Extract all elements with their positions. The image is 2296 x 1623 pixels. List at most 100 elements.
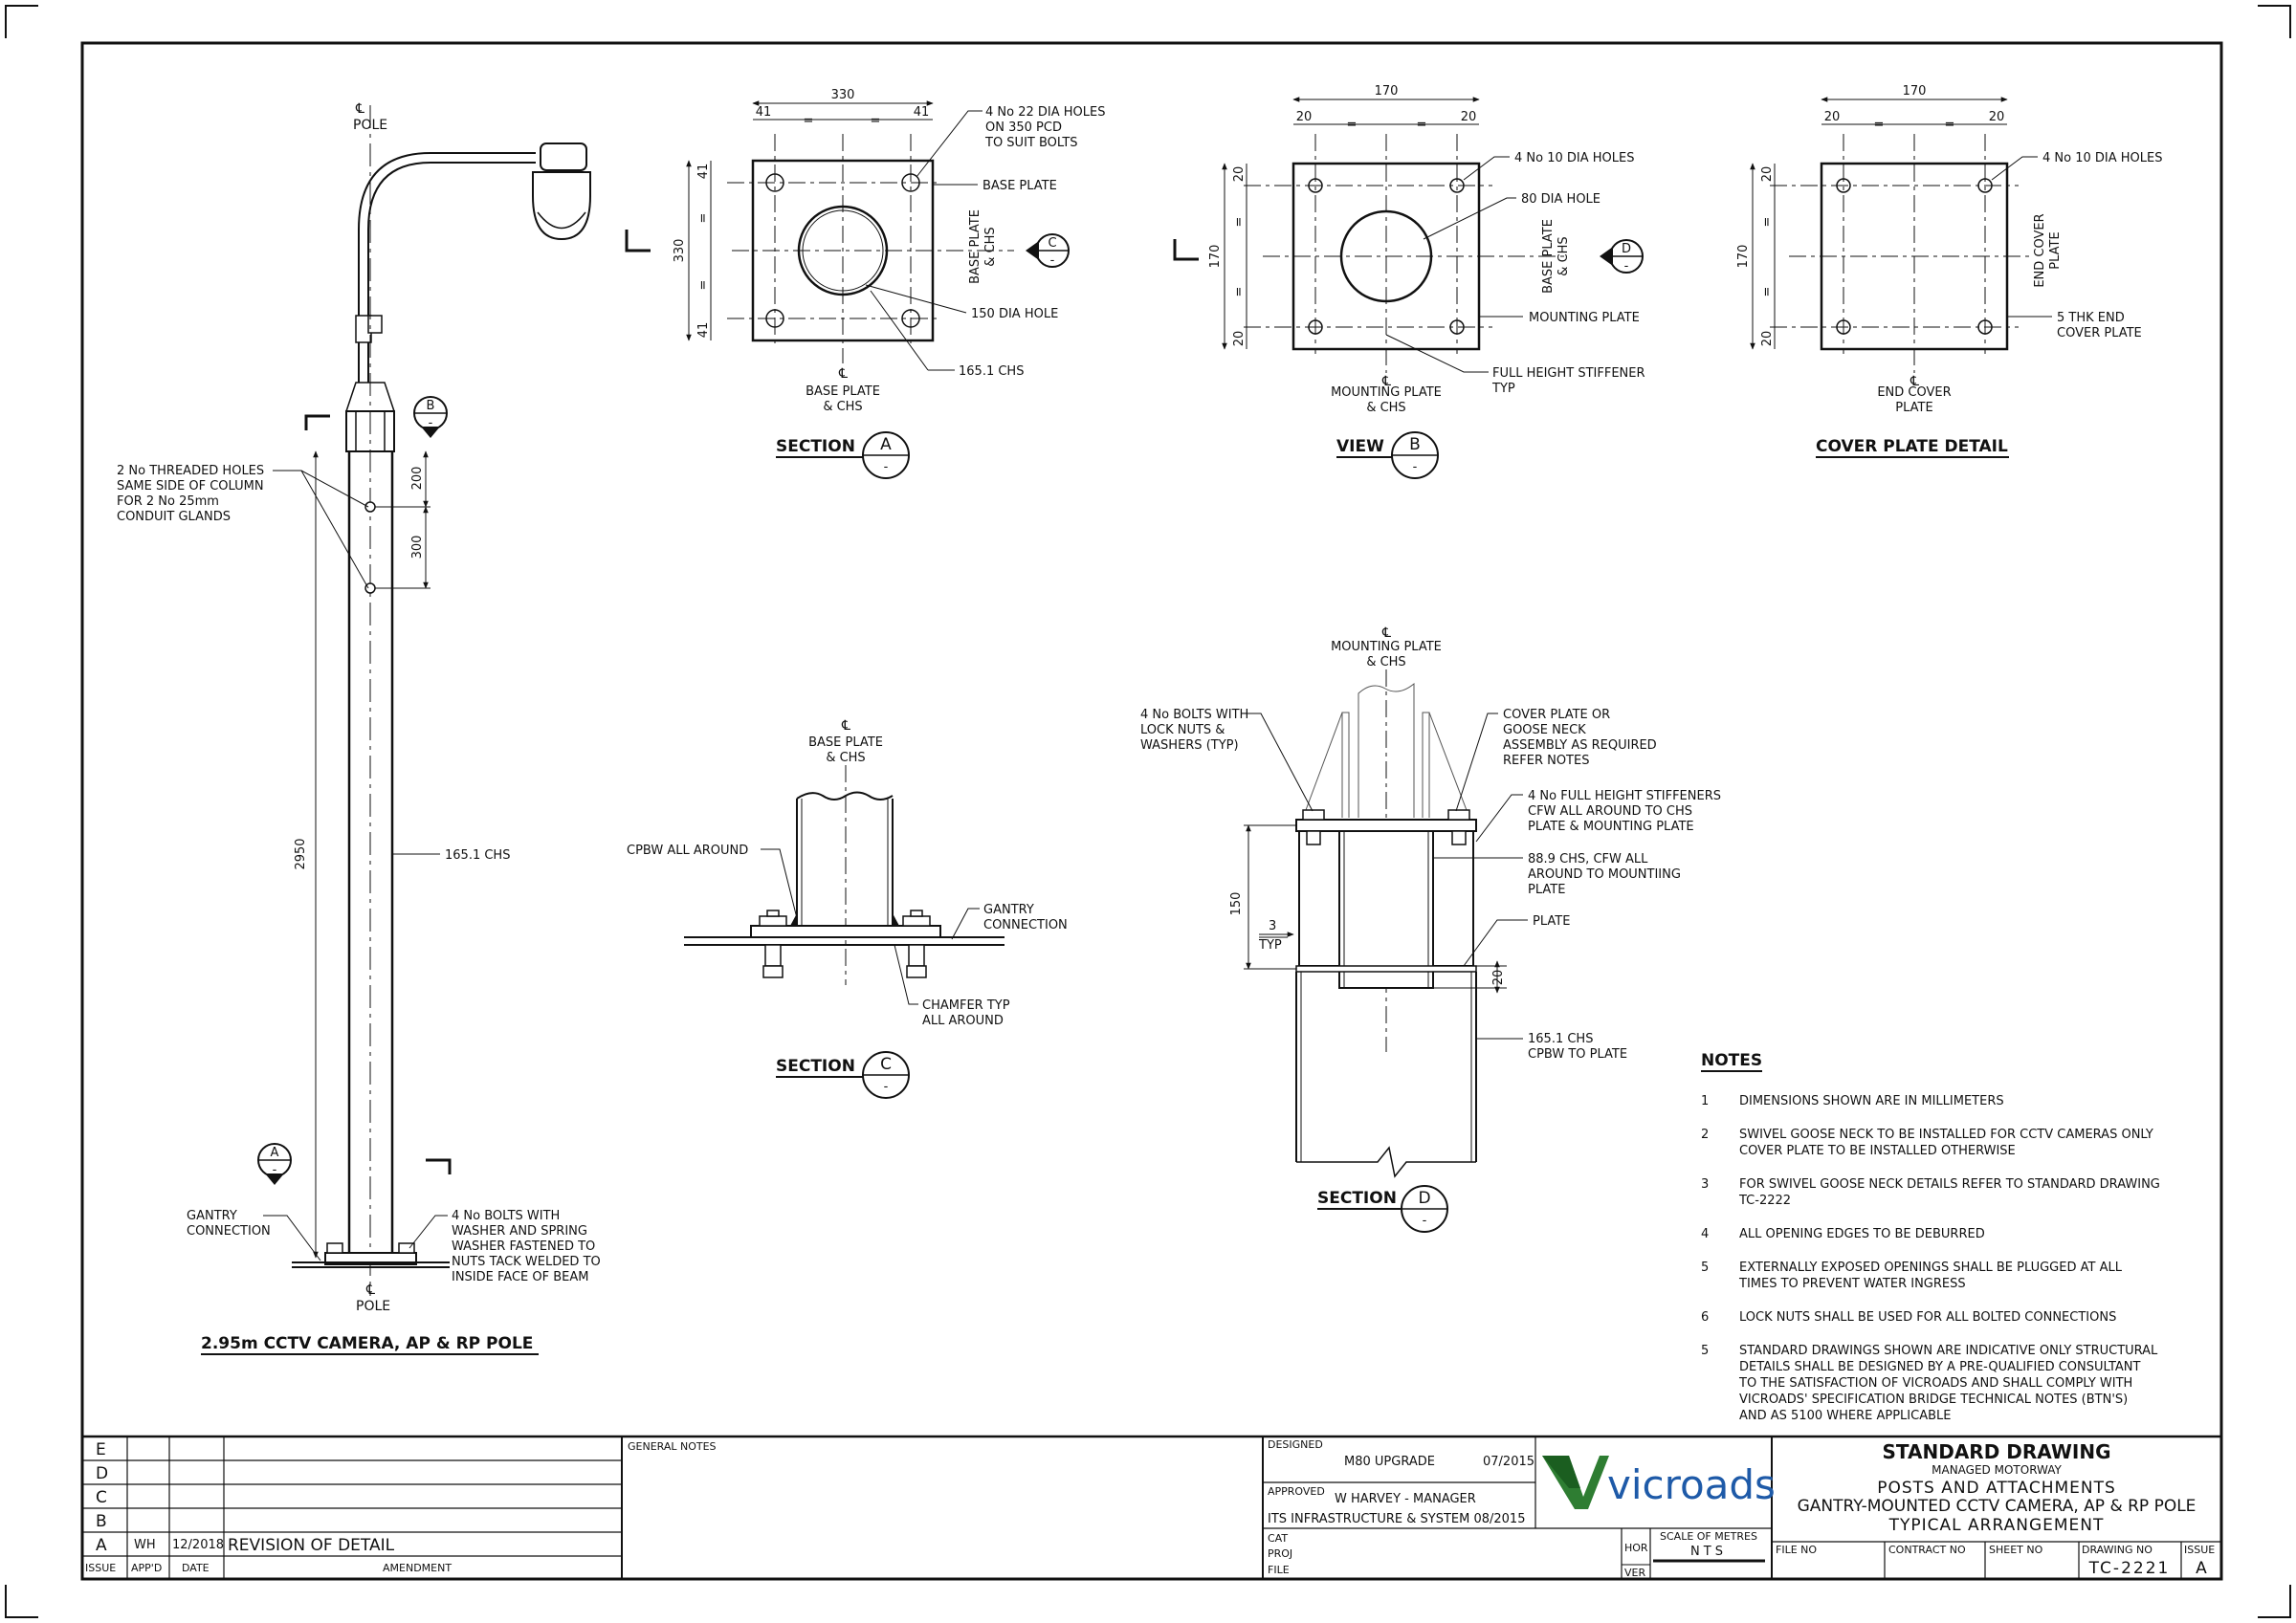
- svg-text:-: -: [1624, 259, 1629, 274]
- svg-text:WASHER FASTENED TO: WASHER FASTENED TO: [452, 1239, 595, 1254]
- svg-text:CHAMFER TYP: CHAMFER TYP: [922, 998, 1010, 1013]
- svg-text:BASE PLATE: BASE PLATE: [968, 209, 982, 284]
- svg-text:AMENDMENT: AMENDMENT: [383, 1562, 452, 1574]
- svg-text:ON 350 PCD: ON 350 PCD: [985, 121, 1062, 135]
- svg-text:170: 170: [1375, 84, 1399, 99]
- svg-text:CPBW TO PLATE: CPBW TO PLATE: [1528, 1047, 1627, 1062]
- note-line: VICROADS' SPECIFICATION BRIDGE TECHNICAL…: [1739, 1393, 2128, 1407]
- svg-text:41: 41: [696, 322, 711, 339]
- svg-text:170: 170: [1736, 245, 1751, 269]
- svg-text:REVISION OF DETAIL: REVISION OF DETAIL: [228, 1536, 395, 1555]
- note-line: TC-2222: [1738, 1194, 1791, 1208]
- svg-text:M80 UPGRADE: M80 UPGRADE: [1344, 1455, 1435, 1469]
- svg-text:STANDARD DRAWING: STANDARD DRAWING: [1883, 1440, 2111, 1463]
- svg-text:20: 20: [1760, 166, 1775, 183]
- svg-text:B: B: [96, 1512, 107, 1531]
- svg-text:FILE: FILE: [1268, 1564, 1290, 1576]
- dim-300: 300: [410, 536, 425, 559]
- svg-text:D: D: [96, 1464, 108, 1483]
- svg-text:20: 20: [1296, 110, 1313, 124]
- general-notes-label: GENERAL NOTES: [628, 1440, 717, 1453]
- svg-text:4 No BOLTS WITH: 4 No BOLTS WITH: [1140, 708, 1248, 722]
- svg-text:HOR: HOR: [1624, 1542, 1648, 1554]
- svg-text:20: 20: [1760, 331, 1775, 347]
- svg-text:MANAGED MOTORWAY: MANAGED MOTORWAY: [1932, 1463, 2062, 1477]
- view-b-detail: 170 20 = = 20 170 20 20 = = 4 No 10 DIA …: [1173, 84, 1645, 479]
- svg-text:C: C: [880, 1055, 892, 1074]
- section-a-holes-label: 4 No 22 DIA HOLES ON 350 PCD TO SUIT BOL…: [984, 105, 1105, 150]
- svg-text:NTS: NTS: [1690, 1545, 1727, 1559]
- notes-block: NOTES 1 DIMENSIONS SHOWN ARE IN MILLIMETE…: [1701, 1051, 2160, 1423]
- section-a-label: SECTION: [776, 437, 855, 456]
- svg-text:-: -: [884, 460, 889, 474]
- svg-text:=: =: [1417, 118, 1427, 132]
- note-line: AND AS 5100 WHERE APPLICABLE: [1739, 1409, 1951, 1423]
- centerline-symbol: ℄: [1381, 625, 1391, 641]
- svg-text:CONNECTION: CONNECTION: [187, 1224, 271, 1239]
- cpbw-label: CPBW ALL AROUND: [627, 844, 748, 858]
- note-number: 5: [1701, 1344, 1709, 1358]
- notes-heading: NOTES: [1701, 1051, 1762, 1070]
- svg-text:ITS INFRASTRUCTURE & SYSTEM 08: ITS INFRASTRUCTURE & SYSTEM 08/2015: [1268, 1512, 1525, 1526]
- svg-text:APP'D: APP'D: [131, 1562, 162, 1574]
- svg-text:CONNECTION: CONNECTION: [983, 918, 1068, 932]
- hole-80-label: 80 DIA HOLE: [1521, 192, 1601, 207]
- note-line: DETAILS SHALL BE DESIGNED BY A PRE-QUALI…: [1739, 1360, 2141, 1374]
- svg-text:ASSEMBLY AS REQUIRED: ASSEMBLY AS REQUIRED: [1503, 738, 1657, 753]
- camera-dome: [532, 171, 591, 241]
- cover-holes-label: 4 No 10 DIA HOLES: [2042, 151, 2162, 165]
- stiffeners-label: 4 No FULL HEIGHT STIFFENERS CFW ALL AROU…: [1528, 789, 1721, 834]
- svg-text:SHEET NO: SHEET NO: [1989, 1544, 2043, 1556]
- centerline-symbol: ℄: [841, 718, 850, 734]
- note-number: 3: [1701, 1177, 1709, 1192]
- svg-text:SAME SIDE OF COLUMN: SAME SIDE OF COLUMN: [117, 479, 264, 493]
- svg-text:DRAWING NO: DRAWING NO: [2082, 1544, 2152, 1556]
- svg-text:APPROVED: APPROVED: [1268, 1485, 1325, 1498]
- note-line: DIMENSIONS SHOWN ARE IN MILLIMETERS: [1739, 1094, 2004, 1108]
- base-bolts-label: 4 No BOLTS WITH WASHER AND SPRING WASHER…: [452, 1209, 601, 1284]
- svg-text:INSIDE FACE OF BEAM: INSIDE FACE OF BEAM: [452, 1270, 588, 1284]
- svg-text:CONDUIT GLANDS: CONDUIT GLANDS: [117, 510, 231, 524]
- svg-text:GOOSE NECK: GOOSE NECK: [1503, 723, 1586, 737]
- svg-text:330: 330: [831, 88, 855, 102]
- dim-200: 200: [410, 467, 425, 491]
- svg-text:41: 41: [756, 105, 772, 120]
- svg-text:vicroads: vicroads: [1607, 1461, 1776, 1508]
- pole-cl-bottom: POLE: [356, 1299, 390, 1314]
- svg-text:4 No BOLTS WITH: 4 No BOLTS WITH: [452, 1209, 560, 1223]
- svg-text:D: D: [1622, 242, 1631, 256]
- svg-text:20: 20: [1491, 970, 1506, 986]
- svg-text:=: =: [1874, 118, 1885, 132]
- centerline-symbol: ℄: [355, 101, 364, 117]
- svg-text:-: -: [1423, 1214, 1427, 1228]
- svg-text:GANTRY: GANTRY: [983, 903, 1034, 917]
- svg-text:=: =: [696, 280, 711, 291]
- svg-text:41: 41: [696, 164, 711, 180]
- hole-150-label: 150 DIA HOLE: [971, 307, 1058, 321]
- svg-text:A: A: [271, 1146, 279, 1160]
- pole-title: 2.95m CCTV CAMERA, AP & RP POLE: [201, 1334, 533, 1353]
- svg-text:B: B: [427, 399, 435, 413]
- svg-text:DESIGNED: DESIGNED: [1268, 1438, 1323, 1451]
- note-number: 1: [1701, 1094, 1709, 1108]
- svg-text:170: 170: [1903, 84, 1927, 99]
- svg-text:COVER PLATE OR: COVER PLATE OR: [1503, 708, 1610, 722]
- svg-text:CFW ALL AROUND TO CHS: CFW ALL AROUND TO CHS: [1528, 804, 1692, 819]
- note-line: COVER PLATE TO BE INSTALLED OTHERWISE: [1739, 1144, 2016, 1158]
- plate-label: PLATE: [1533, 914, 1570, 929]
- centerline-symbol: ℄: [1381, 374, 1391, 389]
- note-number: 6: [1701, 1310, 1709, 1325]
- svg-text:4 No 22 DIA HOLES: 4 No 22 DIA HOLES: [985, 105, 1105, 120]
- drawing-title: STANDARD DRAWING MANAGED MOTORWAY POSTS …: [1776, 1440, 2215, 1578]
- cover-plate-or-goose-neck-label: COVER PLATE OR GOOSE NECK ASSEMBLY AS RE…: [1503, 708, 1657, 768]
- svg-text:PLATE: PLATE: [2048, 231, 2063, 269]
- svg-text:ISSUE: ISSUE: [2184, 1544, 2215, 1556]
- svg-text:NUTS TACK WELDED TO: NUTS TACK WELDED TO: [452, 1255, 601, 1269]
- svg-text:MOUNTING PLATE: MOUNTING PLATE: [1331, 385, 1442, 400]
- threaded-hole: [364, 501, 376, 513]
- svg-text:3: 3: [1269, 919, 1276, 933]
- svg-text:AROUND TO MOUNTIING: AROUND TO MOUNTIING: [1528, 867, 1681, 882]
- svg-text:20: 20: [1461, 110, 1477, 124]
- svg-text:TYP: TYP: [1491, 382, 1515, 396]
